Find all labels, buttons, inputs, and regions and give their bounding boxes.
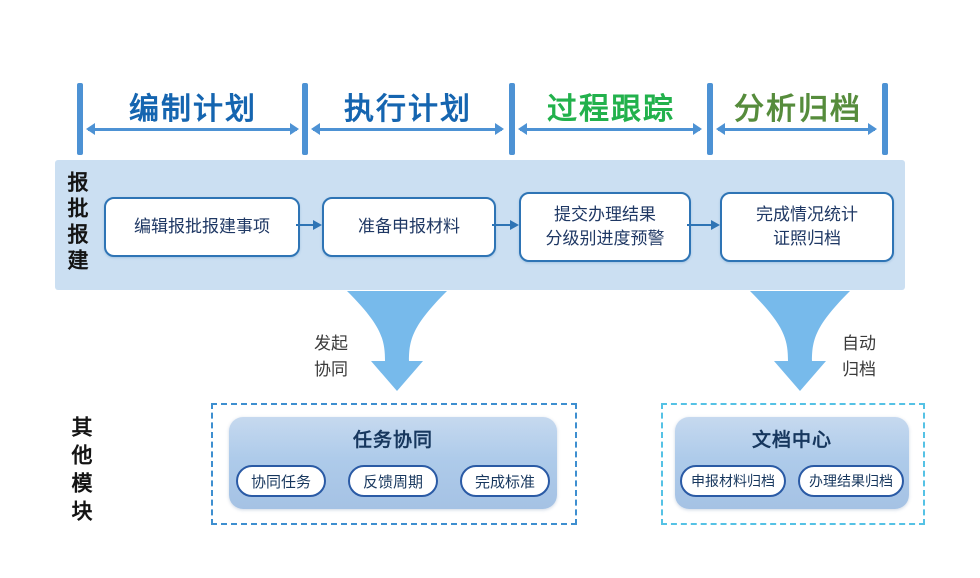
arrowhead-right-icon — [290, 123, 299, 135]
process-box-stats-archive: 完成情况统计 证照归档 — [720, 192, 894, 262]
pill-feedback-cycle: 反馈周期 — [348, 465, 439, 497]
stage-title-archive: 分析归档 — [734, 93, 862, 126]
stage-title-plan: 编制计划 — [129, 93, 257, 126]
panel-title: 文档中心 — [751, 430, 832, 451]
connector-arrowhead-icon — [510, 220, 519, 230]
arrowhead-left-icon — [518, 123, 527, 135]
flow-label-initiate-collab: 发起 协同 — [314, 334, 348, 379]
stage-title-execute: 执行计划 — [344, 93, 472, 126]
process-box-submit-results: 提交办理结果 分级别进度预警 — [519, 192, 691, 262]
connector-arrow — [296, 224, 314, 226]
doc-center-panel: 文档中心 申报材料归档 办理结果归档 — [675, 417, 909, 509]
timeline-tick — [882, 83, 888, 155]
stage-title-track: 过程跟踪 — [547, 93, 675, 126]
timeline-segment-arrow — [88, 128, 297, 131]
timeline-segment-arrow — [313, 128, 502, 131]
timeline-tick — [509, 83, 515, 155]
timeline-tick — [707, 83, 713, 155]
arrowhead-left-icon — [716, 123, 725, 135]
flow-label-auto-archive: 自动 归档 — [842, 334, 876, 379]
pill-collab-task: 协同任务 — [235, 465, 326, 497]
timeline-tick — [302, 83, 308, 155]
arrowhead-right-icon — [495, 123, 504, 135]
doc-center-container: 文档中心 申报材料归档 办理结果归档 — [661, 403, 925, 525]
connector-arrow — [687, 224, 712, 226]
funnel-down-arrow-icon — [750, 291, 850, 391]
timeline-segment-arrow — [520, 128, 700, 131]
pill-completion-std: 完成标准 — [460, 465, 551, 497]
funnel-down-arrow-icon — [347, 291, 447, 391]
task-collab-container: 任务协同 协同任务 反馈周期 完成标准 — [211, 403, 577, 525]
arrowhead-left-icon — [86, 123, 95, 135]
process-box-edit-items: 编辑报批报建事项 — [104, 197, 300, 257]
timeline-segment-arrow — [718, 128, 875, 131]
pill-material-archive: 申报材料归档 — [680, 465, 786, 497]
arrowhead-right-icon — [693, 123, 702, 135]
task-collab-panel: 任务协同 协同任务 反馈周期 完成标准 — [229, 417, 557, 509]
process-box-prepare-materials: 准备申报材料 — [322, 197, 496, 257]
panel-title: 任务协同 — [352, 430, 433, 451]
pill-result-archive: 办理结果归档 — [798, 465, 904, 497]
connector-arrowhead-icon — [313, 220, 322, 230]
band-side-label: 报批报建 — [65, 171, 88, 275]
arrowhead-right-icon — [868, 123, 877, 135]
timeline-tick — [77, 83, 83, 155]
connector-arrow — [492, 224, 511, 226]
arrowhead-left-icon — [311, 123, 320, 135]
connector-arrowhead-icon — [711, 220, 720, 230]
other-modules-side-label: 其他模块 — [69, 416, 92, 528]
